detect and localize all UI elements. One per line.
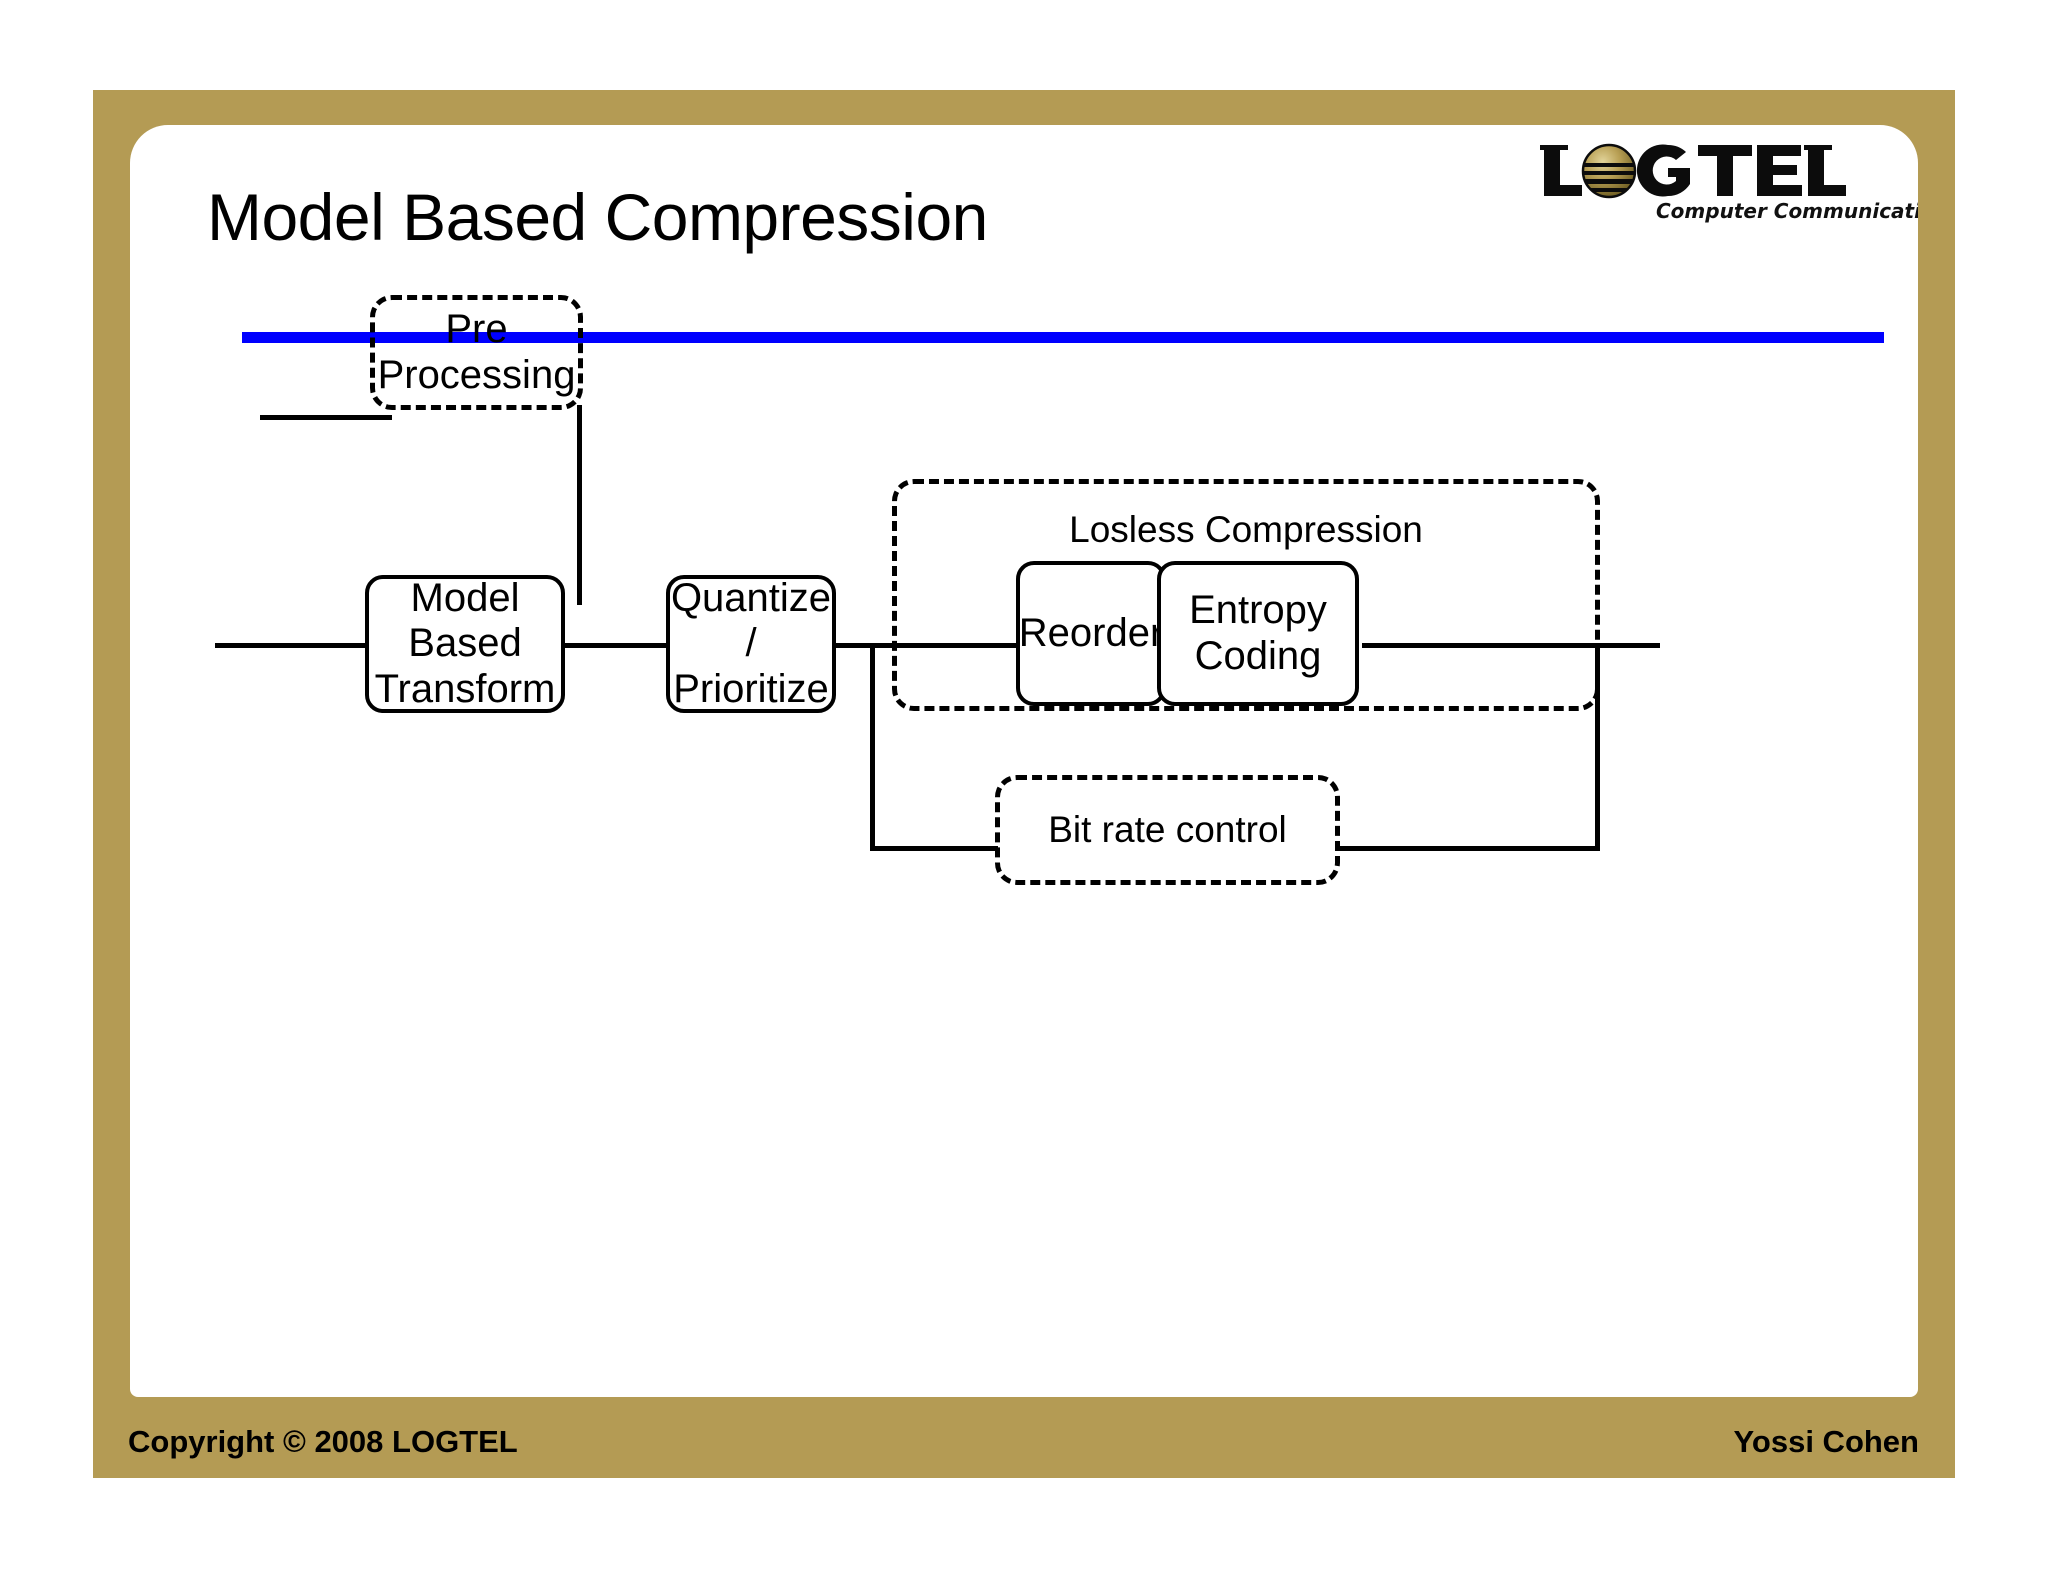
node-entropy-coding-label: Entropy Coding (1189, 587, 1327, 678)
node-model-based-transform-label: Model Based Transform (374, 575, 556, 711)
wire-quantize-to-reorder (830, 643, 1020, 648)
slide-content-area: Computer Communications Model Based Comp… (130, 125, 1918, 1397)
node-reorder[interactable]: Reorder (1016, 561, 1166, 706)
logo-tagline: Computer Communications (1656, 199, 1918, 223)
node-reorder-label: Reorder (1018, 610, 1164, 655)
wire-feedback-right-horizontal (1337, 846, 1600, 851)
node-entropy-coding[interactable]: Entropy Coding (1157, 561, 1359, 706)
wire-transform-to-quantize (560, 643, 670, 648)
node-model-based-transform[interactable]: Model Based Transform (365, 575, 565, 713)
node-quantize-prioritize-label: Quantize / Prioritize (670, 575, 832, 711)
node-bit-rate-control[interactable]: Bit rate control (995, 775, 1340, 885)
logtel-logo: Computer Communications (1538, 141, 1918, 233)
node-quantize-prioritize[interactable]: Quantize / Prioritize (666, 575, 836, 713)
group-losless-compression (892, 479, 1600, 711)
wire-input-to-preprocessing (260, 415, 392, 420)
node-pre-processing-label: Pre Processing (377, 306, 576, 397)
wire-entropy-to-output (1362, 643, 1660, 648)
wire-feedback-left-horizontal (870, 846, 998, 851)
group-losless-compression-label: Losless Compression (1069, 509, 1423, 550)
slide-frame: Computer Communications Model Based Comp… (93, 90, 1955, 1478)
wire-preprocessing-to-transform (577, 405, 582, 605)
model-based-compression-diagram: Losless Compression Pre Processing Model… (130, 125, 1918, 1397)
logtel-wordmark (1540, 143, 1846, 199)
node-bit-rate-control-label: Bit rate control (1048, 808, 1287, 850)
wire-feedback-right-vertical (1595, 643, 1600, 851)
wire-feedback-left-vertical (870, 643, 875, 851)
title-underline-rule (242, 332, 1884, 343)
page-title: Model Based Compression (207, 180, 988, 254)
footer-author: Yossi Cohen (1733, 1424, 1919, 1459)
node-pre-processing[interactable]: Pre Processing (370, 295, 583, 410)
wire-input-to-transform (215, 643, 430, 648)
footer-copyright: Copyright © 2008 LOGTEL (128, 1424, 518, 1459)
footer-spacer (130, 1396, 1918, 1397)
